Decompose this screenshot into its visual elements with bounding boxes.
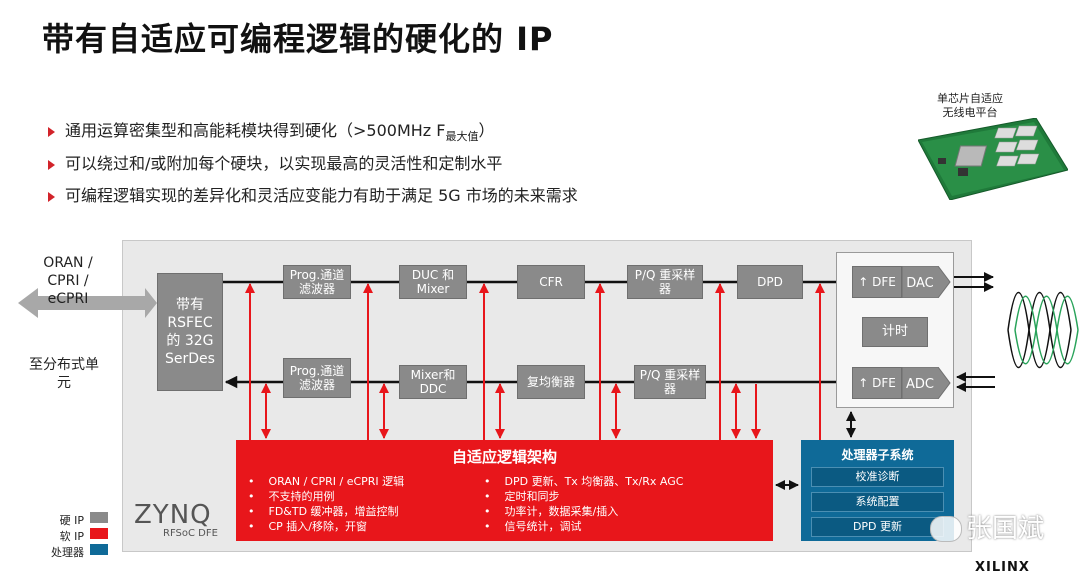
xilinx-brand: XILINX [975,560,1030,575]
dpd-block: DPD [737,265,803,299]
tx-pq-resampler-block: P/Q 重采样器 [627,265,703,299]
wechat-icon [930,516,962,542]
watermark: 张国斌 [966,514,1045,544]
system-config-item: 系统配置 [811,492,944,512]
page-title: 带有自适应可编程逻辑的硬化的 IP [42,20,554,58]
legend-soft-ip-swatch [90,528,108,539]
bullet-1: 通用运算密集型和高能耗模块得到硬化（>500MHz F最大值） [48,117,495,144]
calibration-item: 校准诊断 [811,467,944,487]
processor-title: 处理器子系统 [841,448,914,462]
dac-block: DAC [902,266,951,298]
up-arrow-icon: ↑ [858,376,869,390]
rf-waveform [1007,292,1079,368]
adaptive-logic-right-list: DPD 更新、Tx 均衡器、Tx/Rx AGC 定时和同步 功率计，数据采集/插… [484,474,684,534]
zynq-logo: ZYNQ [134,500,212,530]
bullet-3: 可编程逻辑实现的差异化和灵活应变能力有助于满足 5G 市场的未来需求 [48,182,578,206]
legend-soft-ip-label: 软 IP [59,530,84,543]
bullet-2: 可以绕过和/或附加每个硬块，以实现最高的灵活性和定制水平 [48,150,502,174]
bullet-marker [48,159,55,170]
board-label: 单芯片自适应无线电平台 [937,92,1003,119]
adaptive-logic-left-list: ORAN / CPRI / eCPRI 逻辑 不支持的用例 FD&TD 缓冲器，… [248,474,405,534]
adaptive-logic-block: 自适应逻辑架构 ORAN / CPRI / eCPRI 逻辑 不支持的用例 FD… [236,440,773,541]
zynq-logo-sub: RFSoC DFE [163,528,218,539]
processor-subsystem-block: 处理器子系统 校准诊断 系统配置 DPD 更新 [801,440,954,541]
tx-dfe-block: ↑ DFE [852,266,902,298]
rx-channel-filter-block: Prog.通道滤波器 [283,358,351,398]
cpri-link-arrow [18,288,157,318]
legend-hard-ip-label: 硬 IP [59,514,84,527]
adaptive-logic-title: 自适应逻辑架构 [451,448,557,466]
rfsoc-board-image [918,118,1068,200]
svg-text:ADC: ADC [906,377,934,392]
bullet-marker [48,191,55,202]
up-arrow-icon: ↑ [858,275,869,289]
legend-processor-swatch [90,544,108,555]
svg-text:DAC: DAC [906,276,934,291]
cfr-block: CFR [517,265,585,299]
tx-channel-filter-block: Prog.通道滤波器 [283,265,351,299]
dpd-update-item: DPD 更新 [811,517,944,537]
legend-hard-ip-swatch [90,512,108,523]
rx-pq-resampler-block: P/Q 重采样器 [634,365,706,399]
bullet-marker [48,126,55,137]
timer-block: 计时 [862,317,928,347]
equalizer-block: 复均衡器 [517,365,585,399]
rx-dfe-block: ↑ DFE [852,367,902,399]
distributed-unit-label: 至分布式单元 [29,357,99,391]
adc-block: ADC [902,367,951,399]
oran-cpri-label: ORAN /CPRI /eCPRI [43,255,93,307]
legend-processor-label: 处理器 [51,546,84,559]
